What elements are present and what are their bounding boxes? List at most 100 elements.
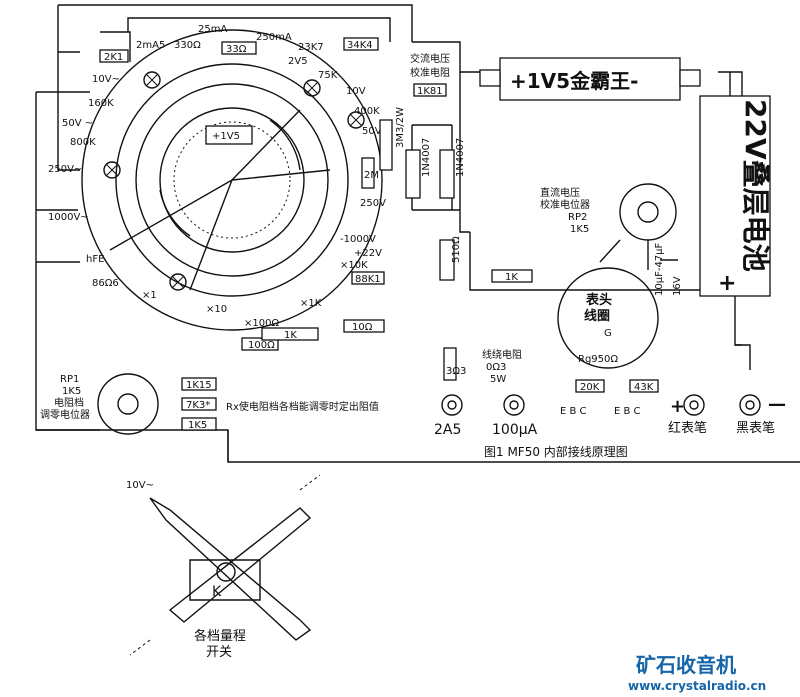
- ac-cal-label-1: 交流电压: [410, 52, 450, 65]
- battery-1v5: +1V5金霸王-: [479, 57, 701, 101]
- r250ma-label: 250mA: [256, 32, 292, 43]
- r10vdc-label: 10V: [346, 86, 366, 97]
- r2m-label: 2M: [364, 170, 379, 181]
- x1-label: ×1: [142, 290, 157, 301]
- r2ma5-label: 2mA5: [136, 40, 165, 51]
- r86-label: 86Ω6: [92, 278, 119, 289]
- r1v5-label: +1V5: [212, 131, 240, 142]
- r800k-label: 800K: [70, 137, 96, 148]
- r25ma-label: 25mA: [198, 24, 227, 35]
- rx-note-label: Rx使电阻档各档能调零时定出阻值: [226, 400, 379, 413]
- black-probe-label: 黑表笔: [736, 420, 775, 436]
- r2v5-label: 2V5: [288, 56, 308, 67]
- rp2-val-label: 1K5: [570, 224, 589, 235]
- r1k-left-label: 1K: [284, 330, 297, 341]
- diode-2-label: 1N4007: [455, 138, 466, 177]
- jack-25a-label: 2A5: [434, 422, 461, 438]
- meter-label-2: 线圈: [584, 308, 610, 324]
- rp2-label: RP2: [568, 212, 587, 223]
- r3m3-label: 3M3/2W: [395, 107, 406, 148]
- range-switch-drawing: 10V~ K 各档量程 开关: [126, 474, 321, 660]
- r1k-mid-label: 1K: [505, 272, 518, 283]
- jacks: 2A5 100μA + 红表笔 — 黑表笔: [434, 394, 786, 438]
- r1k81-label: 1K81: [417, 86, 443, 97]
- r34k4-label: 34K4: [347, 40, 373, 51]
- bottom-circuit: 10Ω 100Ω 1K 1K15 7K3* 1K5 Rx使电阻档各档能调零时定出…: [181, 319, 659, 431]
- rp1-desc-1: 电阻档: [54, 396, 84, 409]
- r22v-label: +22V: [354, 248, 382, 259]
- battery-plus-label: +: [718, 271, 736, 296]
- sw-k-label: K: [212, 584, 222, 600]
- red-probe-label: 红表笔: [668, 420, 707, 436]
- r43k-label: 43K: [634, 382, 654, 393]
- r23k7-label: 23K7: [298, 42, 324, 53]
- rotary-range-switch: +1V5: [81, 29, 383, 331]
- r50vac-label: 50V ~: [62, 118, 93, 129]
- r2k1-label: 2K1: [104, 52, 123, 63]
- cap-label-2: 16V: [672, 276, 683, 296]
- x1k-label: ×1K: [300, 298, 322, 309]
- meter-rg-label: Rg950Ω: [578, 354, 618, 365]
- ebc-label-1: E B C: [560, 406, 587, 417]
- meter-label-1: 表头: [585, 292, 612, 308]
- r100ohm-label: 100Ω: [248, 340, 275, 351]
- ac-calibration: 交流电压 校准电阻 1K81 1N4007 1N4007 510Ω 1K: [405, 52, 533, 283]
- r160k-label: 160K: [88, 98, 114, 109]
- r1k15-label: 1K15: [186, 380, 212, 391]
- shunt-label-3: 5W: [490, 374, 506, 385]
- x10-label: ×10: [206, 304, 227, 315]
- rp1-val-label: 1K5: [62, 386, 81, 397]
- r88k1-label: 88K1: [355, 274, 381, 285]
- x100-label: ×100Ω: [244, 318, 279, 329]
- r1000vdc-label: -1000V: [340, 234, 376, 245]
- cap-label-1: 10μF-47μF: [654, 242, 665, 296]
- r1k5-label: 1K5: [188, 420, 207, 431]
- r510-label: 510Ω: [451, 236, 462, 263]
- hfe-label: hFE: [86, 254, 104, 265]
- meter-movement: 表头 线圈 G Rg950Ω 10μF-47μF 16V: [557, 242, 683, 369]
- battery-big-label: 22V叠层电池: [739, 99, 772, 272]
- meter-g-label: G: [604, 328, 612, 339]
- r400k-label: 400K: [354, 106, 380, 117]
- left-ranges: 10V~ 160K 50V ~ 800K 250V~ 1000V~ hFE 86…: [48, 74, 368, 329]
- r10ohm-label: 10Ω: [352, 322, 373, 333]
- r250vdc-label: 250V: [360, 198, 386, 209]
- rp1-potentiometer: RP1 1K5 电阻档 调零电位器: [40, 373, 159, 435]
- r20k-label: 20K: [580, 382, 600, 393]
- x10k-label: ×10K: [340, 260, 368, 271]
- shunt-label-2: 0Ω3: [486, 362, 506, 373]
- figure-caption: 图1 MF50 内部接线原理图: [484, 444, 628, 459]
- diode-1-label: 1N4007: [421, 138, 432, 177]
- frame-wires: [35, 4, 800, 463]
- battery-small-label: +1V5金霸王-: [510, 69, 638, 93]
- r33-label: 33Ω: [226, 44, 247, 55]
- top-resistors: 2K1 33Ω 34K4 2mA5 330Ω 25mA 250mA 23K7 2…: [99, 24, 379, 81]
- sw-10v-label: 10V~: [126, 480, 154, 491]
- dc-cal-label-1: 直流电压: [540, 186, 580, 199]
- rp1-label: RP1: [60, 374, 79, 385]
- jack-100ua-label: 100μA: [492, 422, 538, 438]
- watermark: 矿石收音机 www.crystalradio.cn: [628, 653, 766, 693]
- r250vac-label: 250V~: [48, 164, 82, 175]
- brand-url-text: www.crystalradio.cn: [628, 679, 766, 693]
- dc-voltage-ranges: 10V 400K 50V 250V -1000V +22V 88K1 3M3/2…: [340, 86, 406, 285]
- rp2-potentiometer: 直流电压 校准电位器 RP2 1K5: [540, 183, 678, 270]
- dc-cal-label-2: 校准电位器: [540, 198, 590, 211]
- r1000vac-label: 1000V~: [48, 212, 89, 223]
- shunt-label-1: 线绕电阻: [482, 348, 522, 361]
- r10vac-label: 10V~: [92, 74, 120, 85]
- ac-cal-label-2: 校准电阻: [410, 66, 450, 79]
- r7k3-label: 7K3*: [186, 400, 210, 411]
- r75k-label: 75K: [318, 70, 338, 81]
- rp1-desc-2: 调零电位器: [40, 408, 90, 421]
- minus-sign: —: [768, 394, 786, 415]
- battery-22v: 22V叠层电池 +: [699, 95, 772, 297]
- brand-logo-text: 矿石收音机: [636, 653, 736, 677]
- r330-label: 330Ω: [174, 40, 201, 51]
- sw-label-2: 开关: [206, 645, 232, 660]
- sw-label-1: 各档量程: [194, 628, 246, 644]
- ebc-label-2: E B C: [614, 406, 641, 417]
- plus-sign: +: [670, 396, 685, 417]
- r3o3-label: 3Ω3: [446, 366, 466, 377]
